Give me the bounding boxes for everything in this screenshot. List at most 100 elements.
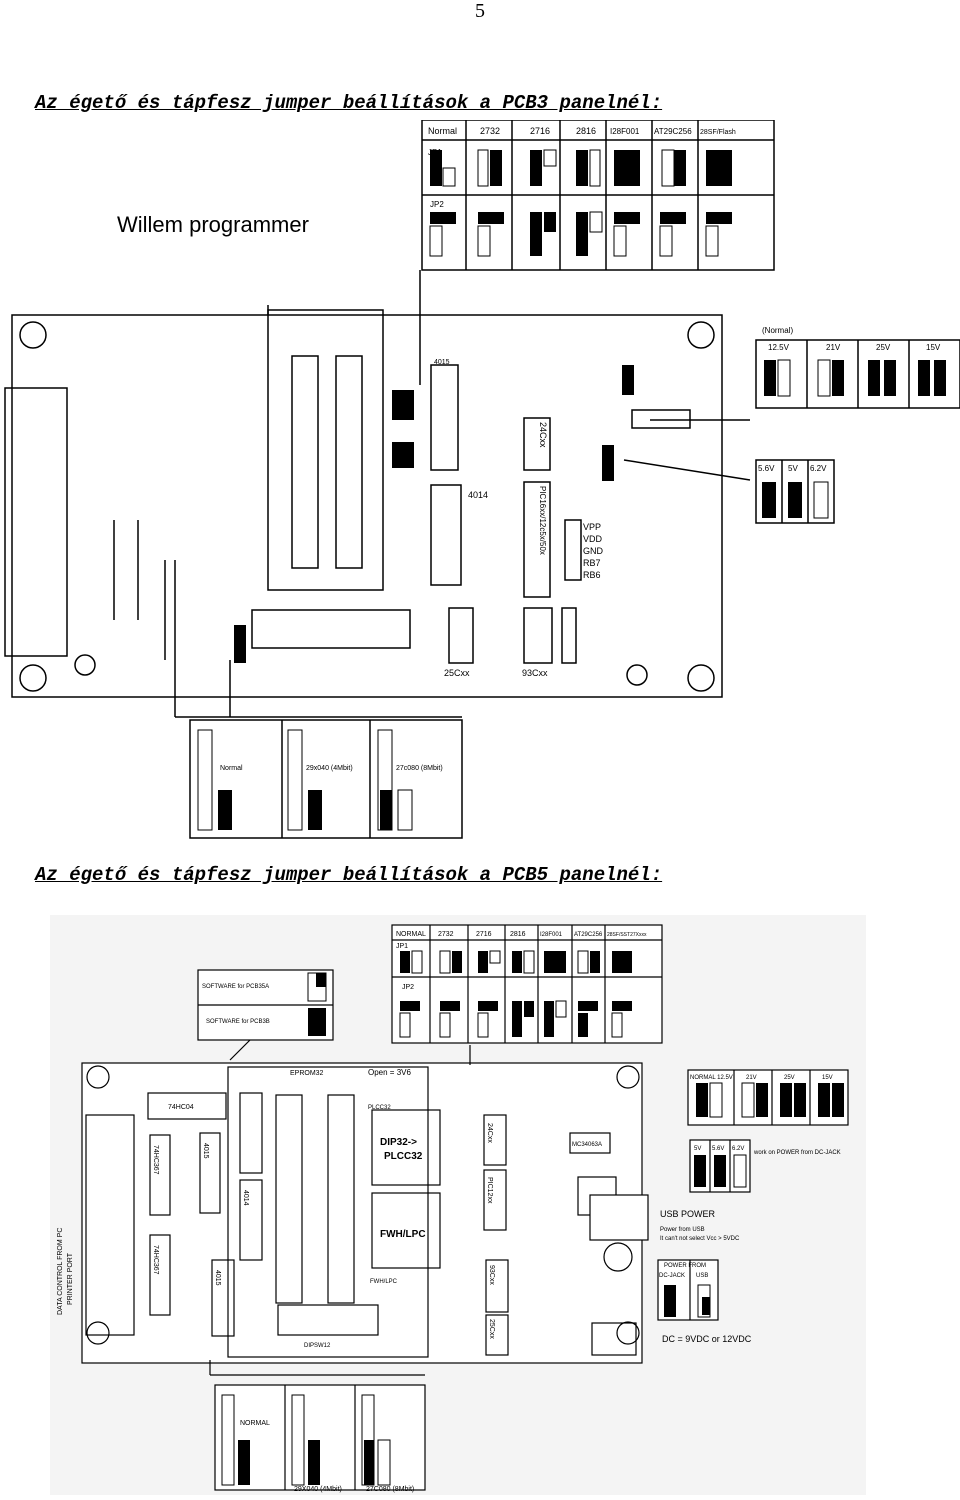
pcb3-dip-table: [189, 719, 463, 839]
pcb5-chip-4014: 4014: [242, 1190, 249, 1206]
pcb5-chip-93cxx: 93Cxx: [488, 1265, 495, 1285]
usb-power-title: USB POWER: [660, 1209, 716, 1219]
pcb5-figure: NORMAL 2732 2716 2816 I28F001 AT29C256 2…: [50, 915, 866, 1495]
power-from-title: POWER FROM: [664, 1263, 706, 1269]
pcb3-col-i28f001: I28F001: [610, 127, 640, 136]
pcb3-vpp-25v: 25V: [876, 343, 891, 352]
pcb3-socket-93cxx: 93Cxx: [522, 668, 548, 678]
pcb5-vpp-25v: 25V: [784, 1075, 795, 1081]
pcb5-col-2816: 2816: [510, 931, 526, 938]
pcb5-dip-27c080: 27C080 (8Mbit): [366, 1486, 414, 1493]
pcb5-col-normal: NORMAL: [396, 931, 426, 938]
pcb5-diagram: NORMAL 2732 2716 2816 I28F001 AT29C256 2…: [50, 915, 866, 1495]
pcb3-rb6-side: RB6: [583, 570, 601, 580]
pcb3-col-2716: 2716: [530, 126, 550, 136]
pcb5-chip-open: Open = 3V6: [368, 1068, 411, 1077]
pcb3-gnd-side: GND: [583, 546, 604, 556]
pcb5-col-2732: 2732: [438, 931, 454, 938]
regulator: [631, 409, 691, 429]
eprom-socket: [227, 1066, 429, 1358]
printer-port-connector: [4, 387, 68, 657]
pcb5-dc-text: DC = 9VDC or 12VDC: [662, 1334, 752, 1344]
pcb3-socket-4015: 4015: [434, 359, 450, 366]
pcb3-col-normal: Normal: [428, 126, 457, 136]
socket-4015: [430, 484, 462, 586]
pcb5-vpp-21v: 21V: [746, 1075, 757, 1081]
pcb5-chip-plcc32: PLCC32: [384, 1151, 423, 1162]
socket-pic: [523, 481, 551, 598]
power-from-usb: USB: [696, 1273, 708, 1279]
pcb3-board: [11, 314, 723, 698]
pcb3-col-2732: 2732: [480, 126, 500, 136]
pcb5-chip-24cxx: 24Cxx: [486, 1123, 493, 1143]
pcb3-col-28sf: 28SF/Flash: [700, 129, 736, 136]
usb-power-line2: It can't not select Vcc > 5VDC: [660, 1236, 740, 1242]
pcb3-vpp-15v: 15V: [926, 343, 941, 352]
pcb5-chip-dipsw12: DIPSW12: [304, 1343, 331, 1349]
pcb5-vcc-5-6v: 5.6V: [712, 1146, 724, 1152]
pcb3-dip-normal: Normal: [220, 765, 243, 772]
pcb3-jp2-label: JP2: [430, 200, 444, 209]
pcb3-vpp-side: VPP: [583, 522, 601, 532]
pcb3-vcc-selector: [755, 459, 835, 524]
page-number: 5: [475, 0, 485, 22]
pcb5-jp2-label: JP2: [402, 984, 414, 991]
pcb3-vdd-side: VDD: [583, 534, 603, 544]
pcb3-dip-27c080: 27c080 (8Mbit): [396, 765, 443, 772]
pcb3-socket-pic: PIC16xx/12c5x/50x: [538, 486, 547, 555]
pcb3-socket-4014: 4014: [468, 490, 488, 500]
pcb5-board: [81, 1062, 643, 1364]
pcb3-heading: Az égető és tápfesz jumper beállítások a…: [35, 92, 663, 114]
pcb5-jp1-label: JP1: [396, 943, 408, 950]
pcb5-dipswitch: [277, 1304, 379, 1336]
pcb5-dip-normal: NORMAL: [240, 1420, 270, 1427]
pcb3-vpp-21v: 21V: [826, 343, 841, 352]
pcb5-col-2716: 2716: [476, 931, 492, 938]
pcb3-vpp-label: (Normal): [762, 326, 793, 335]
power-from-dcjack: DC-JACK: [659, 1273, 685, 1279]
pcb5-col-28sf: 28SF/SST27Xxxx: [607, 932, 647, 938]
pcb3-title: Willem programmer: [117, 212, 309, 237]
printer-port: [85, 1114, 135, 1336]
pcb3-socket-24cxx: 24Cxx: [538, 422, 548, 448]
pcb5-side-data: DATA CONTROL FROM PC: [57, 1228, 64, 1315]
pcb5-chip-mc34063a: MC34063A: [572, 1142, 602, 1148]
pcb3-jp1-label: JP1: [428, 148, 442, 157]
pcb5-vcc-note: work on POWER from DC-JACK: [753, 1150, 841, 1156]
pcb5-chip-fwh: FWH/LPC: [380, 1229, 426, 1240]
pcb5-chip-dip32: DIP32->: [380, 1137, 417, 1148]
pcb5-chip-plcc32-label: PLCC32: [368, 1105, 391, 1111]
pcb5-vpp-normal: NORMAL 12.5V: [690, 1075, 733, 1081]
pcb5-chip-eprom32: EPROM32: [290, 1070, 324, 1077]
pcb5-col-i28f001: I28F001: [540, 932, 563, 938]
pcb5-vcc-6-2v: 6.2V: [732, 1146, 744, 1152]
software-pcb35a: SOFTWARE for PCB35A: [202, 984, 269, 990]
pcb5-vcc-5v: 5V: [694, 1146, 701, 1152]
socket-24cxx: [523, 417, 551, 471]
pcb5-chip-fwhlpc-label: FWH/LPC: [370, 1279, 398, 1285]
pcb3-vcc-5-6v: 5.6V: [758, 464, 775, 473]
pcb5-chip-4015-a: 4015: [202, 1143, 209, 1159]
pcb3-col-2816: 2816: [576, 126, 596, 136]
pcb3-figure: Normal 2732 2716 2816 I28F001 AT29C256 2…: [0, 120, 960, 840]
pcb3-vcc-5v: 5V: [788, 464, 798, 473]
dipswitch-12: [251, 609, 411, 649]
pcb3-dip-29x040: 29x040 (4Mbit): [306, 765, 353, 772]
pcb5-chip-74hc367-a: 74HC367: [152, 1145, 159, 1175]
pcb5-chip-74hc367-b: 74HC367: [152, 1245, 159, 1275]
usb-power-line1: Power from USB: [660, 1227, 705, 1233]
software-pcb3b: SOFTWARE for PCB3B: [206, 1019, 270, 1025]
pcb5-col-at29c256: AT29C256: [574, 932, 603, 938]
pcb3-vcc-6-2v: 6.2V: [810, 464, 827, 473]
pcb5-side-printer: PRINTER PORT: [67, 1252, 74, 1305]
pcb5-chip-74hc04: 74HC04: [168, 1104, 194, 1111]
socket-4014: [430, 364, 459, 471]
socket-25cxx: [448, 607, 474, 664]
pcb3-socket-25cxx: 25Cxx: [444, 668, 470, 678]
pcb3-vpp-12-5v: 12.5V: [768, 343, 790, 352]
zif-socket: [267, 309, 384, 591]
socket-93cxx: [523, 607, 553, 664]
pcb5-dip-29x040: 29X040 (4Mbit): [294, 1486, 342, 1493]
pcb3-rb7-side: RB7: [583, 558, 601, 568]
pcb5-chip-25cxx: 25Cxx: [488, 1319, 495, 1339]
